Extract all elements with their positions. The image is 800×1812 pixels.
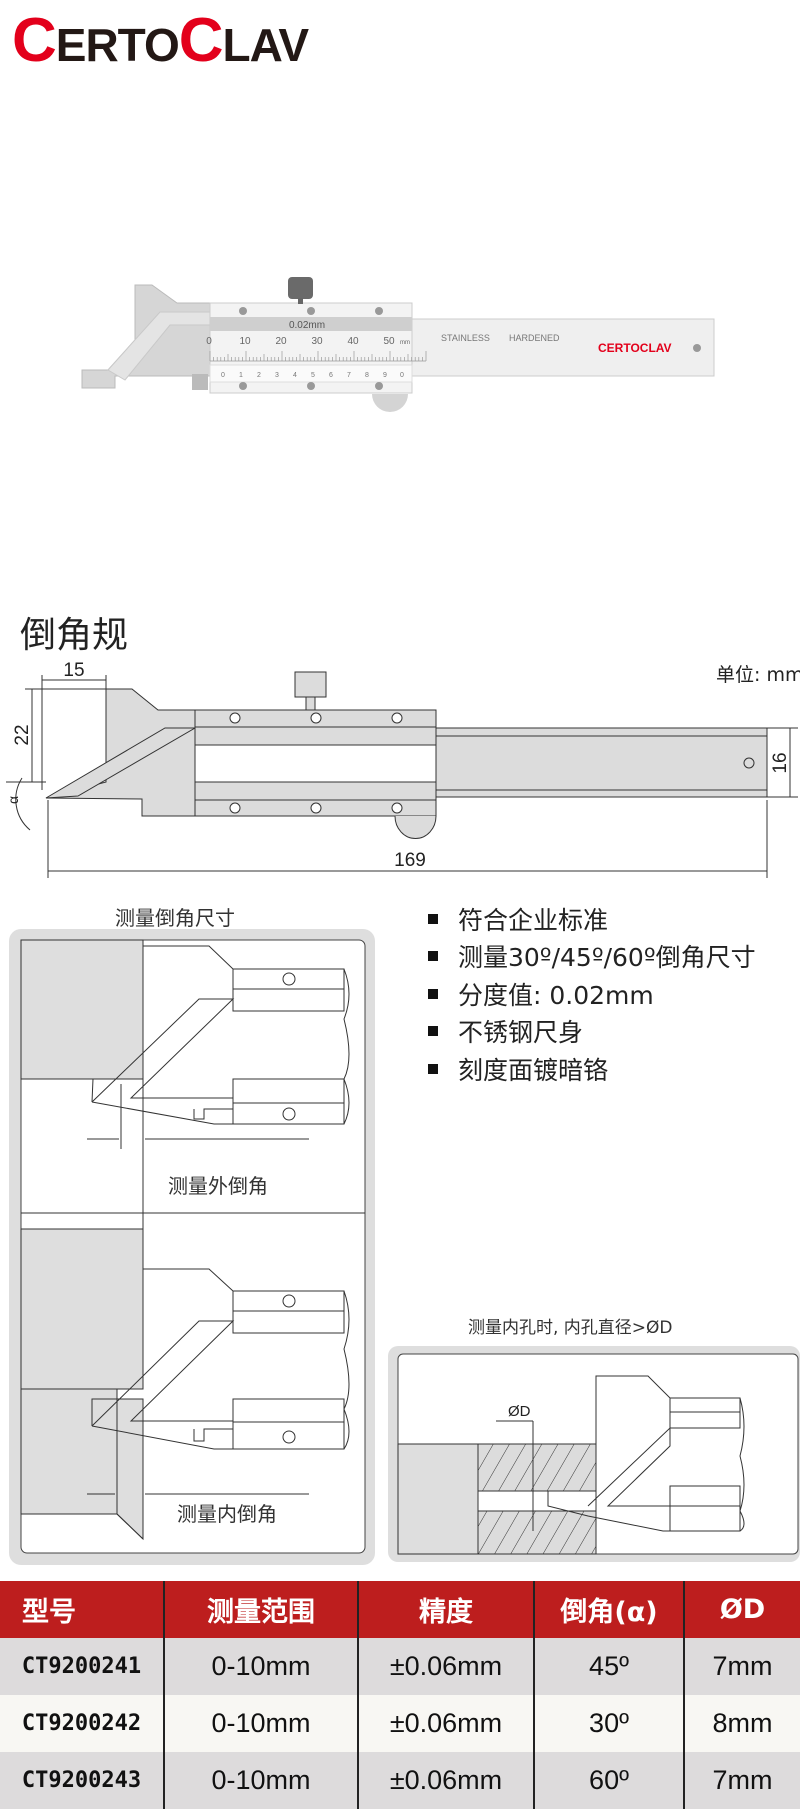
main-scale-label: 30 (311, 336, 323, 347)
brand-logo: CERTOCLAV (12, 6, 309, 75)
cell-angle: 30º (533, 1695, 684, 1752)
vernier-label: 0 (400, 372, 404, 379)
dim-top: 15 (63, 660, 84, 681)
spec-table: 型号 测量范围 精度 倒角(α) ØD CT9200241 0-10mm ±0.… (0, 1581, 800, 1809)
outer-chamfer-label: 测量外倒角 (168, 1174, 268, 1198)
header-model: 型号 (0, 1581, 164, 1638)
bullet-icon (428, 951, 438, 962)
cell-range: 0-10mm (163, 1752, 358, 1809)
bullet-icon (428, 1063, 438, 1074)
od-label: ØD (508, 1403, 531, 1420)
main-scale-label: 0 (206, 336, 212, 347)
cell-model: CT9200242 (0, 1695, 164, 1752)
inner-chamfer-label: 测量内倒角 (177, 1502, 277, 1526)
unit-label: 单位: mm (716, 664, 800, 686)
bullet-icon (428, 1026, 438, 1037)
main-scale-label: 20 (275, 336, 287, 347)
engraving-hardened: HARDENED (509, 333, 560, 343)
cell-accuracy: ±0.06mm (357, 1638, 534, 1695)
cell-diameter: 7mm (683, 1638, 800, 1695)
main-scale-unit: mm (400, 340, 410, 346)
header-diameter: ØD (683, 1581, 800, 1638)
table-row: CT9200243 0-10mm ±0.06mm 60º 7mm (0, 1752, 800, 1809)
resolution-label: 0.02mm (289, 320, 325, 331)
usage-diagram (9, 929, 375, 1565)
header-accuracy: 精度 (357, 1581, 534, 1638)
vernier-label: 5 (311, 372, 315, 379)
hole-caption: 测量内孔时, 内孔直径>ØD (468, 1318, 673, 1338)
vernier-label: 8 (365, 372, 369, 379)
main-scale-label: 40 (347, 336, 359, 347)
vernier-label: 1 (239, 372, 243, 379)
hole-diagram: ØD (388, 1346, 800, 1562)
angle-symbol: α (5, 796, 21, 804)
cell-accuracy: ±0.06mm (357, 1695, 534, 1752)
cell-angle: 60º (533, 1752, 684, 1809)
feature-item: 不锈钢尺身 (428, 1013, 756, 1051)
dim-right: 16 (770, 752, 791, 773)
page-title: 倒角规 (20, 615, 129, 656)
photo-logo: CERTOCLAV (598, 341, 672, 355)
cell-diameter: 7mm (683, 1752, 800, 1809)
vernier-label: 4 (293, 372, 297, 379)
main-scale-label: 10 (239, 336, 251, 347)
dim-left: 22 (12, 724, 33, 745)
main-scale-label: 50 (383, 336, 395, 347)
cell-angle: 45º (533, 1638, 684, 1695)
vernier-label: 2 (257, 372, 261, 379)
cell-range: 0-10mm (163, 1638, 358, 1695)
feature-item: 测量30º/45º/60º倒角尺寸 (428, 938, 756, 976)
table-header-row: 型号 测量范围 精度 倒角(α) ØD (0, 1581, 800, 1638)
usage-caption: 测量倒角尺寸 (115, 906, 235, 930)
feature-item: 符合企业标准 (428, 900, 756, 938)
dim-length: 169 (394, 850, 426, 871)
table-row: CT9200242 0-10mm ±0.06mm 30º 8mm (0, 1695, 800, 1752)
cell-diameter: 8mm (683, 1695, 800, 1752)
cell-model: CT9200243 (0, 1752, 164, 1809)
header-range: 测量范围 (163, 1581, 358, 1638)
vernier-label: 0 (221, 372, 225, 379)
feature-list: 符合企业标准 测量30º/45º/60º倒角尺寸 分度值: 0.02mm 不锈钢… (428, 900, 756, 1088)
dimension-drawing: 15 22 16 169 α (5, 660, 798, 878)
vernier-label: 9 (383, 372, 387, 379)
product-photo: 0.02mm 0 10 20 30 40 50 mm 0 1 2 3 4 5 6… (81, 277, 715, 412)
vernier-label: 3 (275, 372, 279, 379)
header-angle: 倒角(α) (533, 1581, 684, 1638)
bullet-icon (428, 913, 438, 924)
feature-item: 刻度面镀暗铬 (428, 1050, 756, 1088)
vernier-label: 7 (347, 372, 351, 379)
table-row: CT9200241 0-10mm ±0.06mm 45º 7mm (0, 1638, 800, 1695)
engraving-stainless: STAINLESS (441, 333, 490, 343)
cell-accuracy: ±0.06mm (357, 1752, 534, 1809)
cell-model: CT9200241 (0, 1638, 164, 1695)
cell-range: 0-10mm (163, 1695, 358, 1752)
feature-item: 分度值: 0.02mm (428, 975, 756, 1013)
bullet-icon (428, 988, 438, 999)
vernier-label: 6 (329, 372, 333, 379)
